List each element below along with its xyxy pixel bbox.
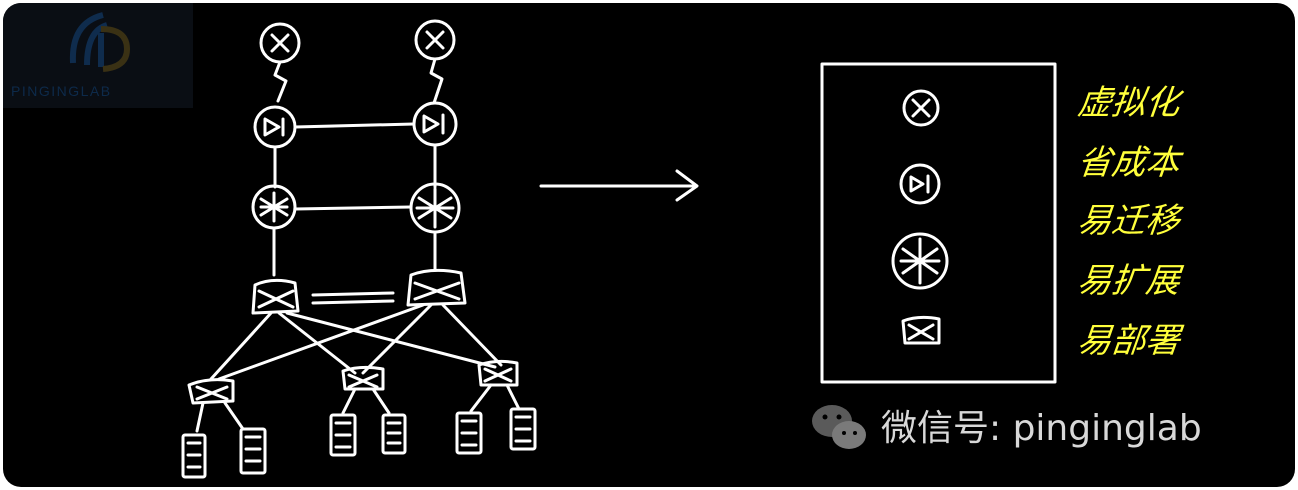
feature-item: 虚拟化 bbox=[1075, 83, 1182, 123]
wechat-icon bbox=[812, 405, 866, 449]
access-switch-icon bbox=[341, 365, 385, 391]
server-icon bbox=[455, 411, 483, 455]
transition-arrow-icon bbox=[539, 169, 699, 202]
core-switch-icon bbox=[891, 232, 949, 290]
wechat-id: 微信号: pinginglab bbox=[875, 399, 1202, 451]
aggregation-switch-icon bbox=[251, 278, 300, 315]
firewall-icon bbox=[253, 105, 297, 149]
wechat-label: 微信号: pinginglab bbox=[881, 408, 1202, 449]
wan-link bbox=[429, 57, 444, 105]
aggregation-switch-icon bbox=[406, 268, 467, 307]
server-icon bbox=[329, 413, 357, 457]
logo-label: PINGINGLAB bbox=[11, 83, 112, 99]
core-switch-icon bbox=[251, 184, 297, 230]
firewall-icon bbox=[412, 101, 458, 147]
router-icon bbox=[414, 19, 456, 61]
virtual-device-box bbox=[820, 62, 1057, 384]
switch-icon bbox=[901, 315, 941, 345]
core-switch-icon bbox=[409, 182, 461, 234]
router-icon bbox=[902, 89, 940, 127]
server-icon bbox=[239, 427, 267, 475]
pinginglab-logo: PINGINGLAB bbox=[3, 3, 193, 108]
server-icon bbox=[381, 413, 407, 455]
wan-link bbox=[273, 60, 288, 103]
server-icon bbox=[181, 433, 207, 479]
access-switch-icon bbox=[477, 359, 519, 387]
router-icon bbox=[259, 22, 301, 64]
access-switch-icon bbox=[187, 378, 235, 405]
feature-item: 易扩展 bbox=[1075, 261, 1182, 301]
firewall-icon bbox=[899, 163, 941, 205]
feature-item: 省成本 bbox=[1075, 143, 1182, 183]
feature-item: 易部署 bbox=[1075, 321, 1182, 361]
whiteboard: PINGINGLAB bbox=[3, 3, 1295, 487]
feature-item: 易迁移 bbox=[1075, 201, 1182, 241]
server-icon bbox=[509, 407, 537, 451]
network-sketch bbox=[181, 19, 1057, 479]
